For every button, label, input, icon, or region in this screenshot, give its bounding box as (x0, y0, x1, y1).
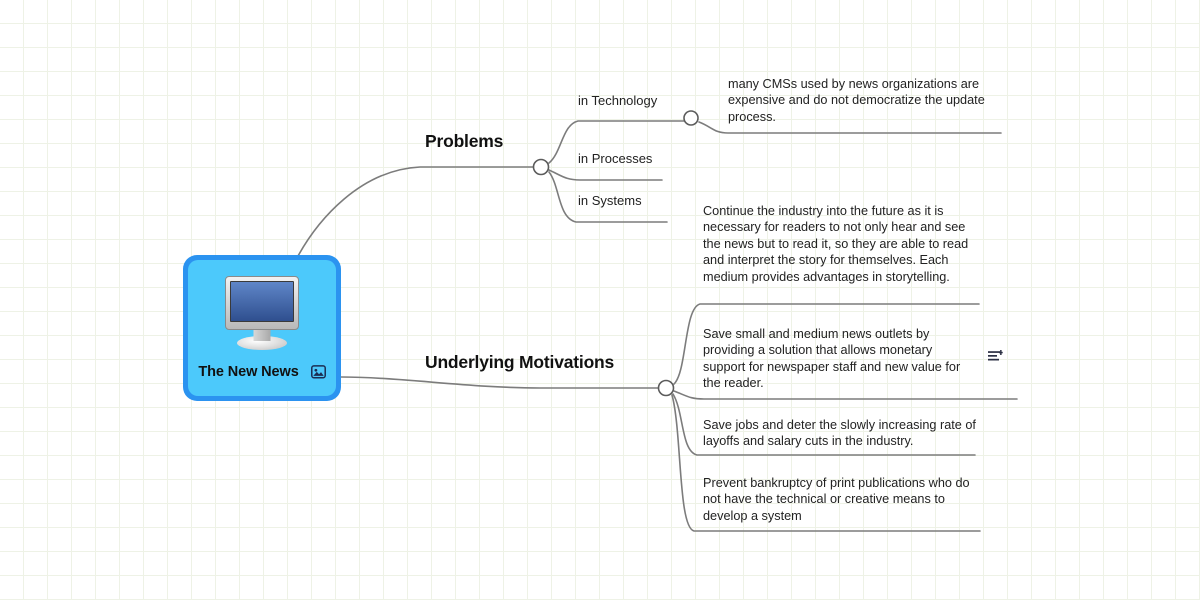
desktop-monitor-icon (222, 276, 302, 350)
leaf-motivation-prevent-bankruptcy[interactable]: Prevent bankruptcy of print publications… (703, 476, 970, 523)
picture-icon[interactable] (310, 365, 326, 379)
central-node-label-row: The New News (188, 364, 336, 380)
notes-add-icon[interactable] (988, 350, 1004, 364)
wire-central-to-problems (297, 166, 534, 257)
sub-branch-in-processes[interactable]: in Processes (578, 151, 653, 166)
central-node-body: The New News (188, 260, 336, 396)
central-node[interactable]: The New News (183, 255, 341, 401)
branch-title-problems[interactable]: Problems (425, 131, 504, 151)
branch-title-underlying-motivations[interactable]: Underlying Motivations (425, 352, 615, 372)
central-node-label: The New News (198, 364, 299, 380)
hub-node-motivations (657, 379, 675, 397)
leaf-motivation-save-outlets[interactable]: Save small and medium news outlets by pr… (703, 327, 961, 391)
leaf-technology-cms-cost[interactable]: many CMSs used by news organizations are… (728, 77, 985, 124)
sub-branch-in-technology[interactable]: in Technology (578, 93, 658, 108)
sub-branch-in-systems[interactable]: in Systems (578, 193, 642, 208)
wire-central-to-motivations (340, 376, 659, 389)
wire-motivations-to-leaf-2 (673, 390, 1018, 400)
hub-node-problems (532, 158, 550, 176)
hub-node-technology (683, 110, 699, 126)
wire-problems-to-processes (548, 169, 663, 181)
leaf-motivation-continue-industry[interactable]: Continue the industry into the future as… (703, 204, 969, 284)
leaf-motivation-save-jobs[interactable]: Save jobs and deter the slowly increasin… (703, 418, 976, 449)
